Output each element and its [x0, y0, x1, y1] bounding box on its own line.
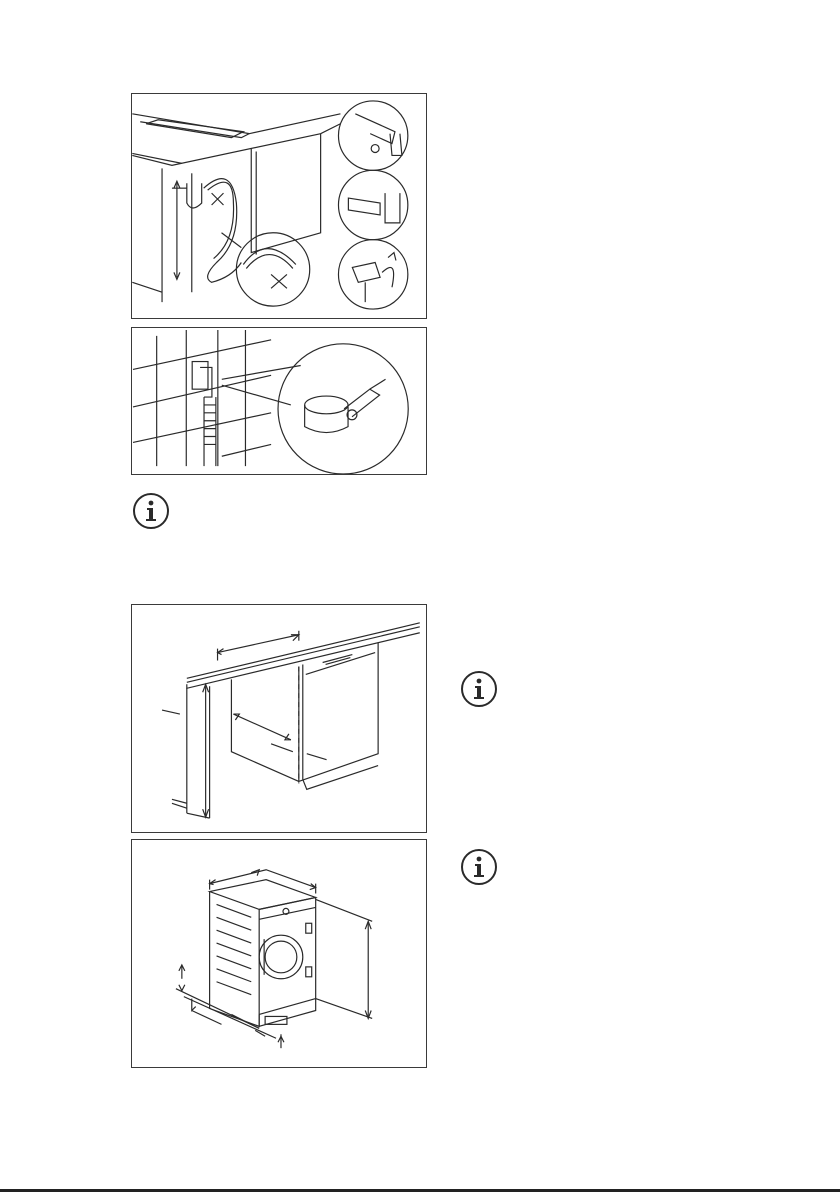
info-icon	[132, 492, 170, 530]
figure-drain-hose-sink	[131, 93, 427, 319]
info-icon	[460, 848, 498, 886]
figure-appliance-dimensions	[131, 839, 427, 1068]
info-note-3	[460, 848, 498, 886]
info-note-1	[132, 492, 170, 530]
figure-built-in-cabinet	[131, 604, 427, 833]
built-in-cabinet-illustration	[132, 605, 426, 832]
drain-hose-sink-illustration	[132, 94, 426, 318]
appliance-dimensions-illustration	[132, 840, 426, 1067]
drain-hose-wall-illustration	[132, 328, 426, 474]
info-icon	[460, 670, 498, 708]
info-note-2	[460, 670, 498, 708]
figure-drain-hose-wall	[131, 327, 427, 475]
